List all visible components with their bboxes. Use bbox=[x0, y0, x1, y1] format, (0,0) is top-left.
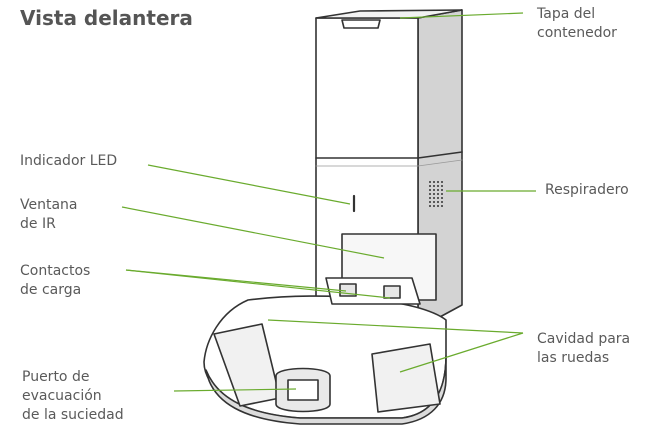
bin-seam bbox=[315, 151, 463, 159]
bin-lid-top bbox=[315, 9, 463, 19]
leader-ir bbox=[121, 206, 385, 259]
wheel-well-right bbox=[371, 343, 441, 413]
leader-wheel-1 bbox=[267, 319, 524, 334]
lid-handle bbox=[341, 19, 381, 29]
leader-led bbox=[147, 164, 351, 205]
leader-lines bbox=[121, 12, 536, 392]
leader-bin-lid bbox=[399, 12, 524, 19]
label-led: Indicador LED bbox=[20, 153, 118, 169]
leader-wheel-2 bbox=[399, 332, 524, 373]
leader-evac bbox=[173, 388, 297, 392]
leader-contacts-2 bbox=[125, 269, 391, 299]
vent-grille bbox=[429, 181, 443, 207]
diagram-title: Vista delantera bbox=[20, 6, 193, 30]
label-vent: Respiradero bbox=[545, 182, 629, 198]
